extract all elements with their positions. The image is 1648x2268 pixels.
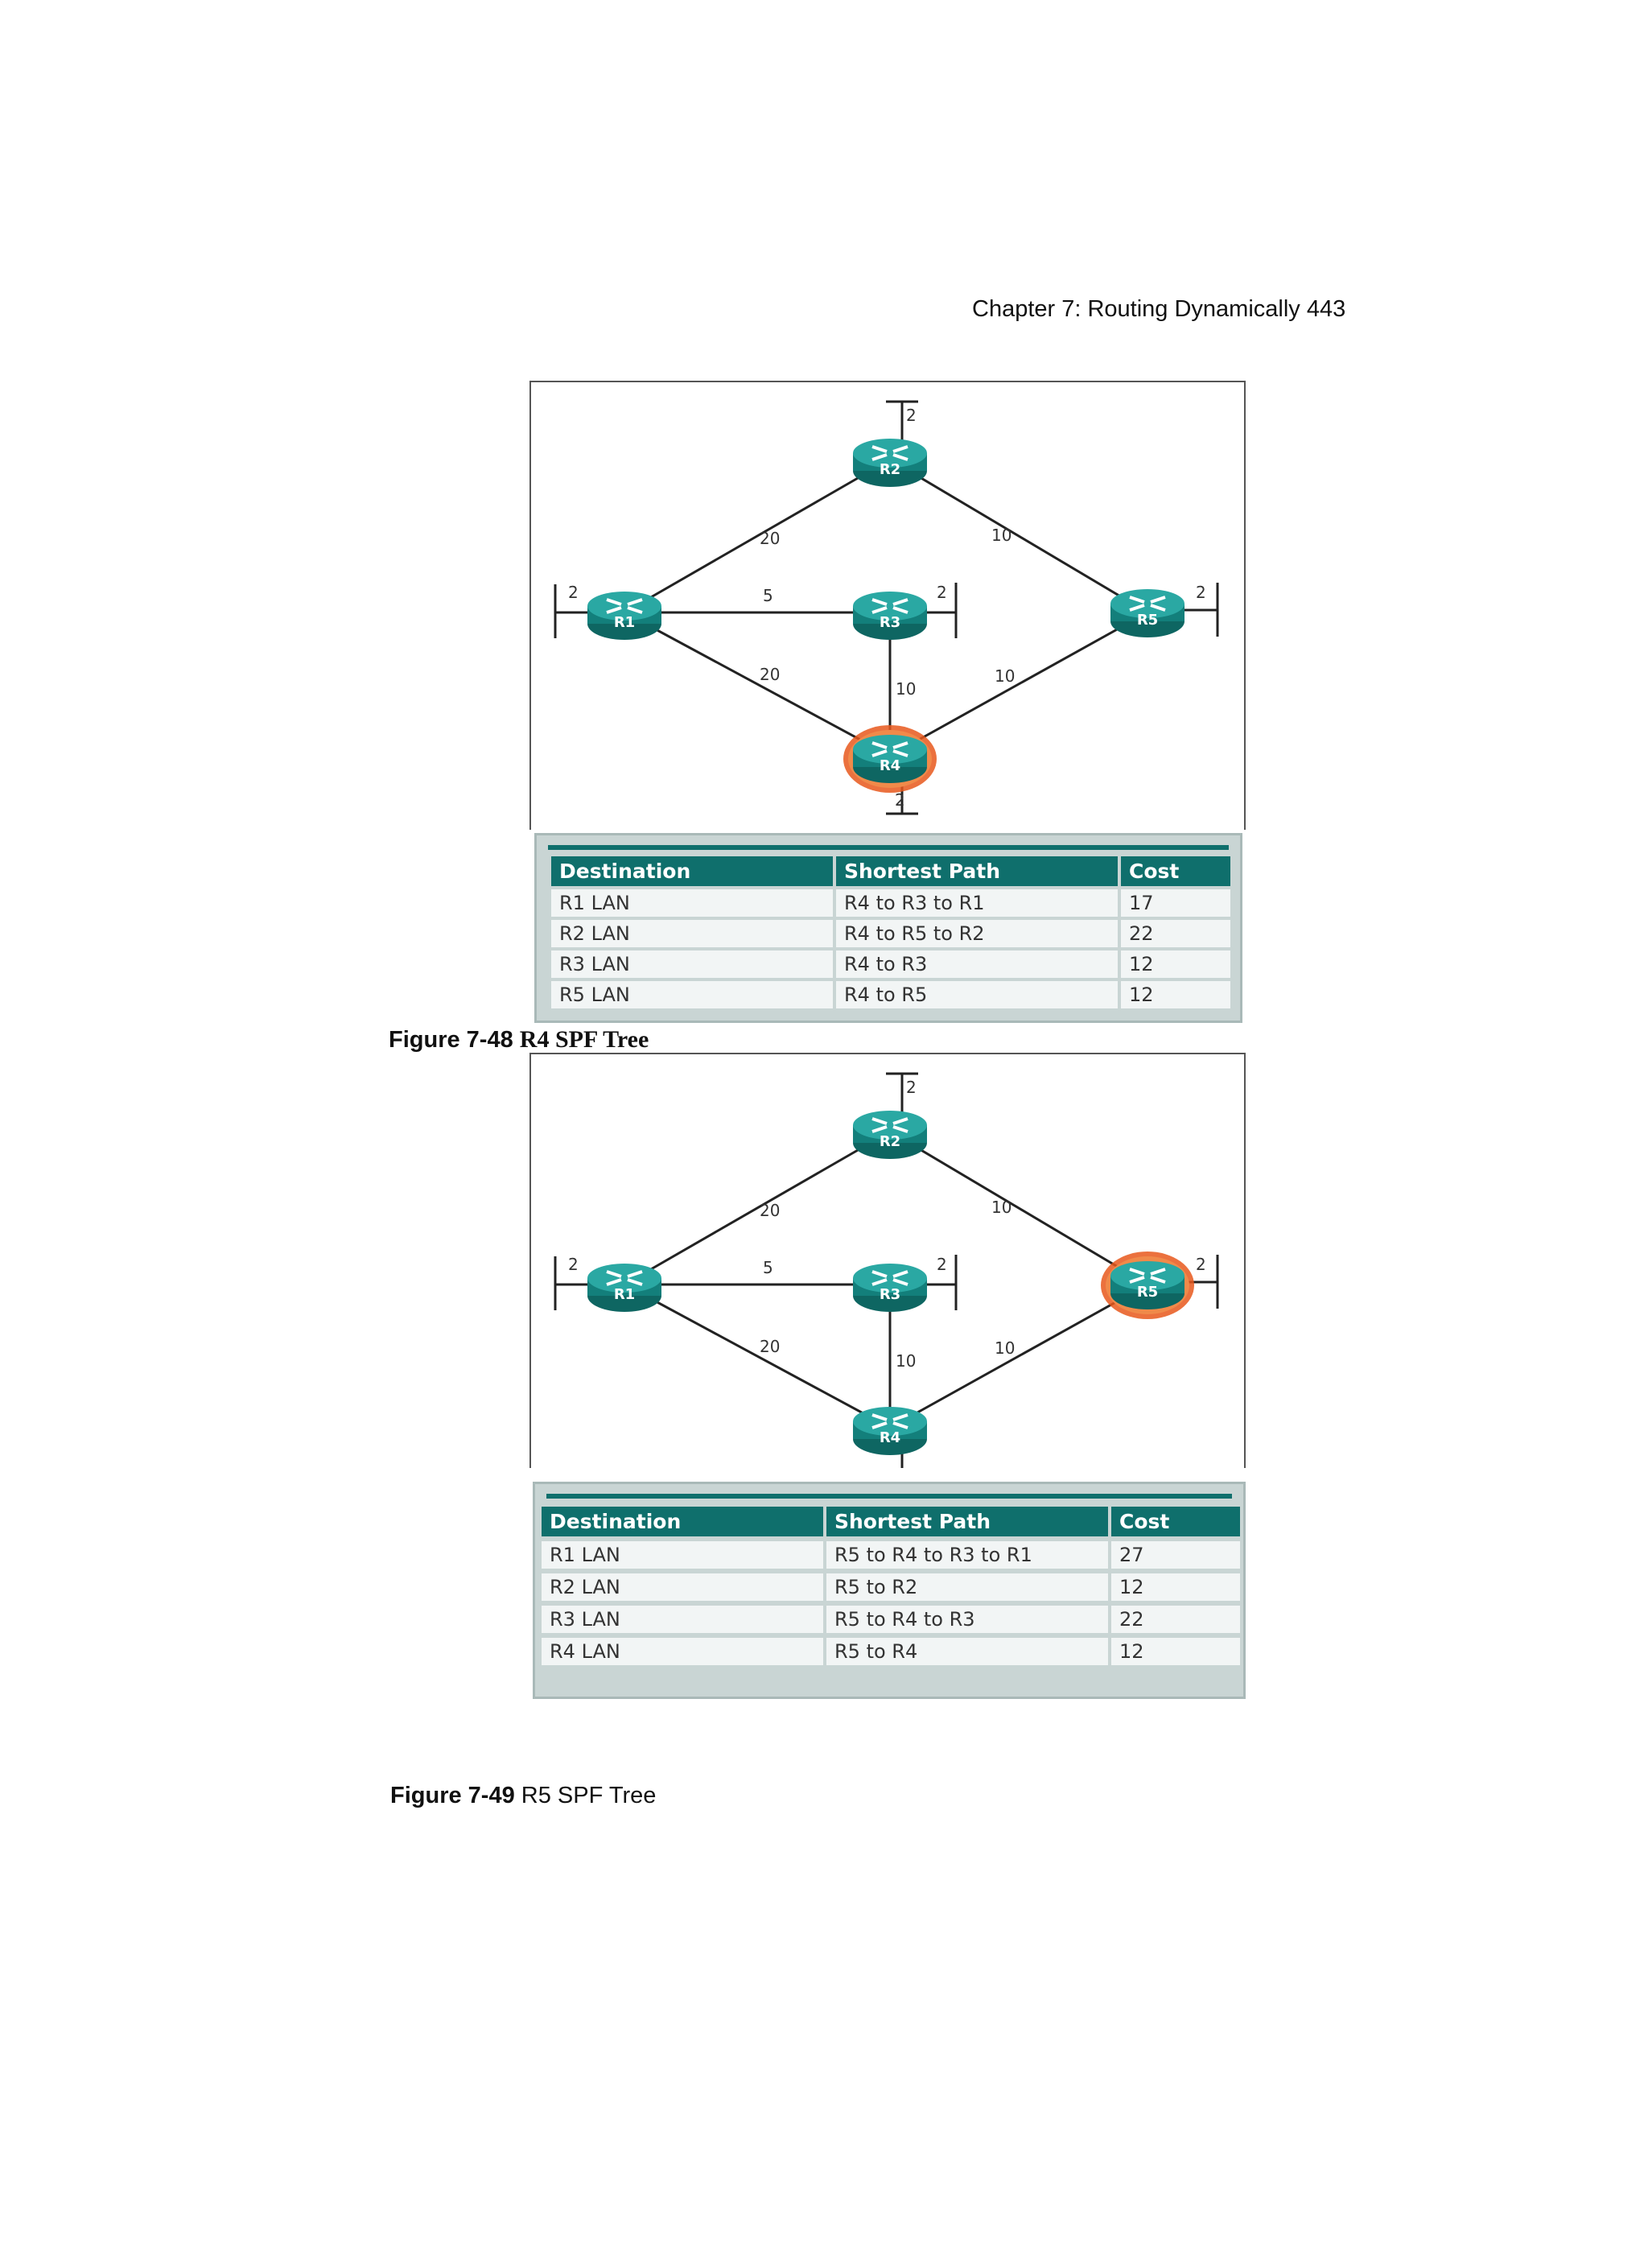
cell-cost: 12 [1111,1573,1240,1601]
col-shortest-path: Shortest Path [826,1507,1108,1536]
cost-r3-stub: 2 [937,583,947,602]
router-r3: R3 [853,592,927,640]
cost-r5-stub: 2 [1196,583,1206,602]
table-row: R1 LAN R5 to R4 to R3 to R1 27 [542,1541,1240,1569]
router-label-r3: R3 [880,614,900,631]
cost-r1-r3: 5 [763,1258,773,1277]
cost-r4-r5: 10 [995,1338,1015,1358]
cell-destination: R2 LAN [551,920,833,947]
figure-7-48: 2 20 10 2 5 2 2 20 10 10 2 R2 R1 [528,379,1247,1023]
cost-r3-r4: 10 [896,1351,916,1371]
caption-number: Figure 7-49 [390,1783,515,1808]
figure-caption-7-49: Figure 7-49 R5 SPF Tree [390,1783,656,1809]
table-header-row: Destination Shortest Path Cost [542,1507,1240,1536]
router-label-r5: R5 [1137,1284,1158,1301]
cell-cost: 22 [1121,920,1230,947]
cost-r1-r4: 20 [760,1337,780,1356]
cell-path: R5 to R4 to R3 to R1 [826,1541,1108,1569]
cell-path: R4 to R3 [836,950,1118,978]
cost-r4-stub: 2 [895,790,905,810]
cost-r2-stub: 2 [906,406,917,425]
cell-cost: 12 [1121,981,1230,1008]
col-shortest-path: Shortest Path [836,856,1118,886]
table-row: R2 LAN R5 to R2 12 [542,1573,1240,1601]
cell-path: R4 to R5 [836,981,1118,1008]
spf-table: Destination Shortest Path Cost R1 LAN R4… [548,853,1234,1012]
router-label-r1: R1 [614,614,635,631]
network-diagram: 2 20 10 2 5 2 2 20 10 10 2 R2 R1 [529,381,1246,830]
cost-r1-stub: 2 [568,583,579,602]
router-r5: R5 [1110,589,1184,637]
cost-r1-r4: 20 [760,665,780,684]
cost-r1-r3: 5 [763,586,773,605]
cost-r2-r5: 10 [991,1198,1011,1217]
cost-r5-stub: 2 [1196,1255,1206,1274]
table-header-row: Destination Shortest Path Cost [551,856,1230,886]
figure-caption-7-48: Figure 7-48 R4 SPF Tree [389,1026,649,1054]
router-r2: R2 [853,1111,927,1159]
col-destination: Destination [542,1507,823,1536]
cost-r1-r2: 20 [760,529,780,548]
router-label-r1: R1 [614,1286,635,1303]
router-label-r4: R4 [880,1429,900,1446]
router-r2: R2 [853,439,927,487]
col-cost: Cost [1121,856,1230,886]
cell-cost: 12 [1111,1638,1240,1665]
table-row: R1 LAN R4 to R3 to R1 17 [551,889,1230,917]
cell-path: R5 to R4 [826,1638,1108,1665]
cell-destination: R4 LAN [542,1638,823,1665]
spf-table-panel: Destination Shortest Path Cost R1 LAN R5… [533,1482,1246,1699]
router-label-r3: R3 [880,1286,900,1303]
cost-r1-r2: 20 [760,1201,780,1220]
table-row: R3 LAN R4 to R3 12 [551,950,1230,978]
cell-cost: 12 [1121,950,1230,978]
cost-r4-r5: 10 [995,666,1015,686]
router-label-r4: R4 [880,757,900,774]
cell-destination: R1 LAN [542,1541,823,1569]
table-row: R2 LAN R4 to R5 to R2 22 [551,920,1230,947]
router-r3: R3 [853,1264,927,1312]
router-r1: R1 [587,592,661,640]
cell-destination: R3 LAN [542,1606,823,1633]
cell-path: R4 to R3 to R1 [836,889,1118,917]
col-cost: Cost [1111,1507,1240,1536]
cell-destination: R1 LAN [551,889,833,917]
router-label-r2: R2 [880,1133,900,1150]
cell-cost: 22 [1111,1606,1240,1633]
cost-r2-stub: 2 [906,1078,917,1097]
cost-r3-stub: 2 [937,1255,947,1274]
table-row: R5 LAN R4 to R5 12 [551,981,1230,1008]
figure-7-49: 2 20 10 2 5 2 2 20 10 10 R2 R1 R3 [528,1051,1247,1699]
cell-destination: R2 LAN [542,1573,823,1601]
cell-destination: R3 LAN [551,950,833,978]
cell-path: R5 to R2 [826,1573,1108,1601]
spf-table-panel: Destination Shortest Path Cost R1 LAN R4… [534,833,1242,1023]
cell-destination: R5 LAN [551,981,833,1008]
router-r4: R4 [853,1407,927,1455]
caption-title: R4 SPF Tree [519,1026,649,1053]
cell-cost: 27 [1111,1541,1240,1569]
spf-table: Destination Shortest Path Cost R1 LAN R5… [538,1502,1243,1670]
cost-r3-r4: 10 [896,679,916,699]
router-r4-highlighted: R4 [843,725,937,793]
cost-r1-stub: 2 [568,1255,579,1274]
router-label-r2: R2 [880,461,900,478]
cost-r2-r5: 10 [991,526,1011,545]
caption-title: R5 SPF Tree [521,1783,657,1808]
router-r5-highlighted: R5 [1101,1252,1194,1319]
router-r1: R1 [587,1264,661,1312]
caption-number: Figure 7-48 [389,1027,513,1053]
network-diagram: 2 20 10 2 5 2 2 20 10 10 R2 R1 R3 [529,1053,1246,1468]
col-destination: Destination [551,856,833,886]
page-header: Chapter 7: Routing Dynamically 443 [972,296,1346,322]
router-label-r5: R5 [1137,612,1158,629]
cell-path: R5 to R4 to R3 [826,1606,1108,1633]
cell-path: R4 to R5 to R2 [836,920,1118,947]
cell-cost: 17 [1121,889,1230,917]
table-row: R4 LAN R5 to R4 12 [542,1638,1240,1665]
table-row: R3 LAN R5 to R4 to R3 22 [542,1606,1240,1633]
